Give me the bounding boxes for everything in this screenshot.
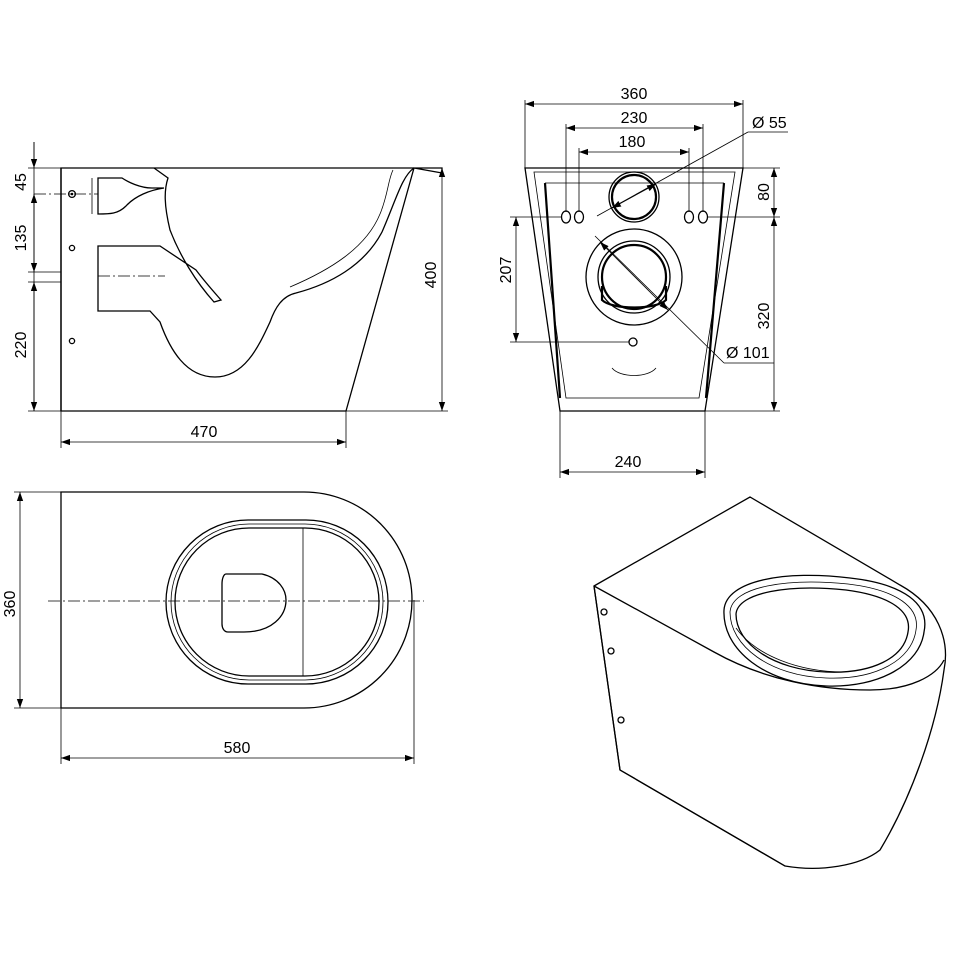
front-wall-thickness <box>543 182 726 399</box>
bowl-rim-inner <box>289 169 394 288</box>
dim-320-label: 320 <box>756 303 773 330</box>
dim-180-label: 180 <box>619 134 646 151</box>
iso-rim-outer <box>723 574 926 687</box>
inlet-circle-outer <box>608 171 660 223</box>
phi101-label: Ø 101 <box>726 345 770 362</box>
iso-bolt-3 <box>617 716 625 724</box>
bowl-opening <box>221 573 287 633</box>
iso-body-outline <box>593 496 947 869</box>
bolt-hole-3 <box>68 337 76 345</box>
side-view: 45 135 220 400 470 <box>13 142 448 448</box>
iso-rim-mid <box>729 581 917 679</box>
mount-hole-l1 <box>560 210 572 224</box>
front-body-inner <box>533 171 736 399</box>
inlet-circle-inner <box>610 173 658 221</box>
bowl-interior-profile <box>97 167 415 378</box>
outlet-circle-mid <box>597 240 671 314</box>
lower-hole <box>628 337 638 347</box>
dim-580-label: 580 <box>224 740 251 757</box>
mount-hole-r1 <box>683 210 695 224</box>
dim-230-label: 230 <box>621 110 648 127</box>
phi55-label: Ø 55 <box>752 115 787 132</box>
iso-top-edge <box>593 585 945 691</box>
top-dim-360-label: 360 <box>2 591 19 618</box>
flush-inlet <box>97 177 165 215</box>
bolt-hole-1-center <box>70 192 74 196</box>
iso-bolt-1 <box>600 608 608 616</box>
phi55-arrow <box>611 183 657 209</box>
isometric-view <box>593 496 947 869</box>
phi101-leader <box>594 235 725 364</box>
dim-470-label: 470 <box>191 424 218 441</box>
iso-front-edge <box>593 585 621 771</box>
phi101-arrow <box>599 241 669 311</box>
dim-135-label: 135 <box>13 225 30 252</box>
iso-bowl-shadow <box>735 627 845 673</box>
bolt-hole-1 <box>67 189 77 199</box>
top-view: 360 580 <box>2 491 424 764</box>
dim-400-label: 400 <box>423 262 440 289</box>
outlet-circle-outer <box>585 228 683 326</box>
bolt-hole-2 <box>68 244 76 252</box>
dim-45-label: 45 <box>13 173 30 191</box>
iso-bolt-2 <box>607 647 615 655</box>
iso-bottom-edge <box>619 769 786 867</box>
dim-240-label: 240 <box>615 454 642 471</box>
mount-hole-r2 <box>697 210 709 224</box>
iso-rim-inner <box>735 587 910 673</box>
side-body-outline <box>60 167 443 412</box>
mount-hole-l2 <box>573 210 585 224</box>
front-view: 360 230 180 Ø 55 80 320 207 Ø 101 <box>498 86 788 478</box>
outlet-circle-inner <box>600 243 668 311</box>
seat-rim-outer <box>165 519 389 685</box>
dim-80-label: 80 <box>756 183 773 201</box>
base-arc <box>611 367 657 376</box>
dim-207-label: 207 <box>498 257 515 284</box>
dim-220-label: 220 <box>13 332 30 359</box>
seat-rim-inner <box>174 527 380 677</box>
dim-360-label: 360 <box>621 86 648 103</box>
seat-rim-mid <box>170 523 384 681</box>
top-body-outline <box>60 491 413 709</box>
